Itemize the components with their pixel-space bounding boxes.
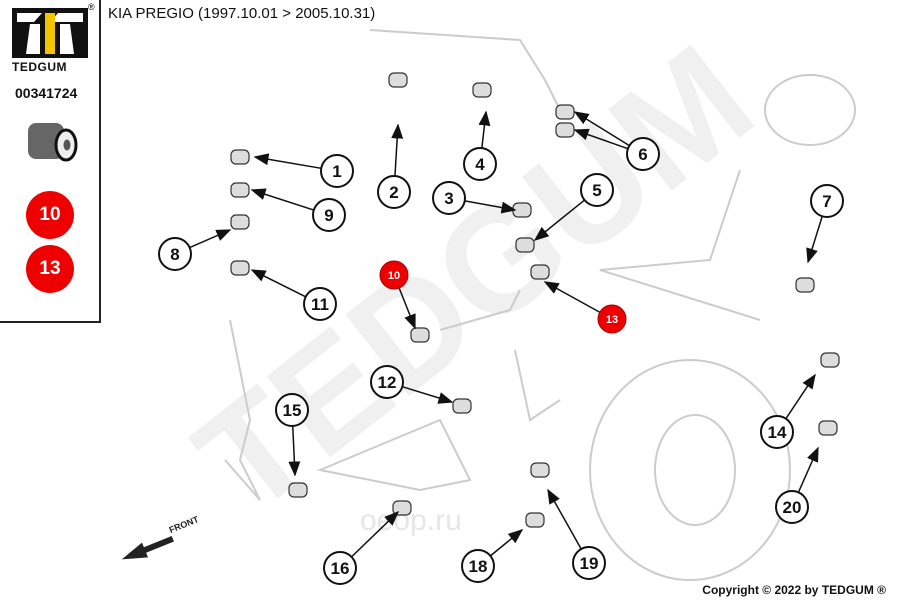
callout-number: 10 xyxy=(388,270,400,282)
callout-arrow-8 xyxy=(189,229,232,249)
callout-arrow-14 xyxy=(785,373,816,420)
callout-20[interactable]: 20 xyxy=(775,490,809,524)
callout-number: 12 xyxy=(378,373,397,392)
part-drawing xyxy=(472,82,492,98)
callout-number: 7 xyxy=(822,192,831,211)
callout-15[interactable]: 15 xyxy=(275,393,309,427)
part-drawing xyxy=(388,72,408,88)
callout-1[interactable]: 1 xyxy=(320,154,354,188)
copyright: Copyright © 2022 by TEDGUM ® xyxy=(702,583,886,597)
callout-number: 11 xyxy=(311,295,329,314)
callout-6[interactable]: 6 xyxy=(626,137,660,171)
registered-mark: ® xyxy=(88,2,95,12)
front-label: FRONT xyxy=(168,514,201,535)
callout-number: 16 xyxy=(331,559,350,578)
background-suspension-sketch xyxy=(224,29,856,581)
callout-number: 20 xyxy=(783,498,802,517)
part-drawing xyxy=(392,500,412,516)
front-direction-arrow: FRONT xyxy=(121,514,201,560)
callout-arrow-6 xyxy=(573,111,630,147)
callout-9[interactable]: 9 xyxy=(312,198,346,232)
callout-arrow-3 xyxy=(464,200,517,214)
callout-number: 8 xyxy=(170,245,179,264)
vehicle-title: KIA PREGIO (1997.10.01 > 2005.10.31) xyxy=(108,5,376,22)
part-drawing xyxy=(555,104,575,120)
callout-number: 3 xyxy=(444,189,453,208)
callout-arrow-19 xyxy=(547,488,582,550)
callout-number: 13 xyxy=(606,314,618,326)
callout-19[interactable]: 19 xyxy=(572,546,606,580)
callout-10[interactable]: 10 xyxy=(379,260,409,290)
callout-arrow-20 xyxy=(797,446,819,493)
callout-7[interactable]: 7 xyxy=(810,184,844,218)
part-drawing xyxy=(512,202,532,218)
callout-arrow-4 xyxy=(478,110,491,149)
part-drawing xyxy=(530,264,550,280)
part-drawing xyxy=(795,277,815,293)
callout-4[interactable]: 4 xyxy=(463,147,497,181)
callout-3[interactable]: 3 xyxy=(432,181,466,215)
callout-number: 15 xyxy=(283,401,302,420)
part-drawing xyxy=(555,122,575,138)
highlight-badge-10[interactable]: 10 xyxy=(26,191,74,239)
callout-arrow-13 xyxy=(543,281,601,313)
callout-11[interactable]: 11 xyxy=(303,287,337,321)
callout-arrow-6 xyxy=(573,128,629,150)
callout-14[interactable]: 14 xyxy=(760,415,794,449)
bushing-product-image xyxy=(28,123,78,162)
callout-arrow-1 xyxy=(253,153,322,170)
part-drawing xyxy=(230,149,250,165)
callout-number: 9 xyxy=(324,206,333,225)
callout-16[interactable]: 16 xyxy=(323,551,357,585)
part-drawing xyxy=(230,214,250,230)
part-drawing xyxy=(452,398,472,414)
part-drawing xyxy=(410,327,430,343)
callout-5[interactable]: 5 xyxy=(580,173,614,207)
callout-arrow-18 xyxy=(489,529,524,557)
brand-name: TEDGUM xyxy=(12,60,67,74)
callout-number: 19 xyxy=(580,554,599,573)
callout-number: 2 xyxy=(389,183,398,202)
callout-arrow-16 xyxy=(350,510,400,558)
part-drawing xyxy=(230,260,250,276)
sidebar-panel: ® TEDGUM 00341724 10 13 xyxy=(0,0,101,323)
part-drawing xyxy=(230,182,250,198)
highlight-badge-13[interactable]: 13 xyxy=(26,245,74,293)
callout-number: 4 xyxy=(475,155,485,174)
part-drawing xyxy=(530,462,550,478)
callout-2[interactable]: 2 xyxy=(377,175,411,209)
tedgum-logo xyxy=(12,8,88,58)
callout-arrow-2 xyxy=(391,123,404,177)
callout-arrow-10 xyxy=(398,287,416,330)
part-drawing xyxy=(525,512,545,528)
part-drawing xyxy=(288,482,308,498)
part-drawing xyxy=(515,237,535,253)
callout-arrow-11 xyxy=(250,269,307,298)
callout-number: 5 xyxy=(592,181,601,200)
callout-arrow-15 xyxy=(288,425,301,477)
callout-8[interactable]: 8 xyxy=(158,237,192,271)
callout-arrow-5 xyxy=(533,199,586,241)
callout-number: 6 xyxy=(638,145,647,164)
callout-arrow-7 xyxy=(806,216,823,264)
callout-number: 1 xyxy=(332,162,341,181)
callout-18[interactable]: 18 xyxy=(461,549,495,583)
callout-13[interactable]: 13 xyxy=(597,304,627,334)
part-drawing xyxy=(818,420,838,436)
callout-number: 14 xyxy=(768,423,787,442)
part-number: 00341724 xyxy=(15,85,78,101)
callout-arrow-12 xyxy=(402,385,454,404)
part-drawing xyxy=(820,352,840,368)
callout-arrow-9 xyxy=(250,188,315,211)
callout-number: 18 xyxy=(469,557,488,576)
callout-12[interactable]: 12 xyxy=(370,365,404,399)
